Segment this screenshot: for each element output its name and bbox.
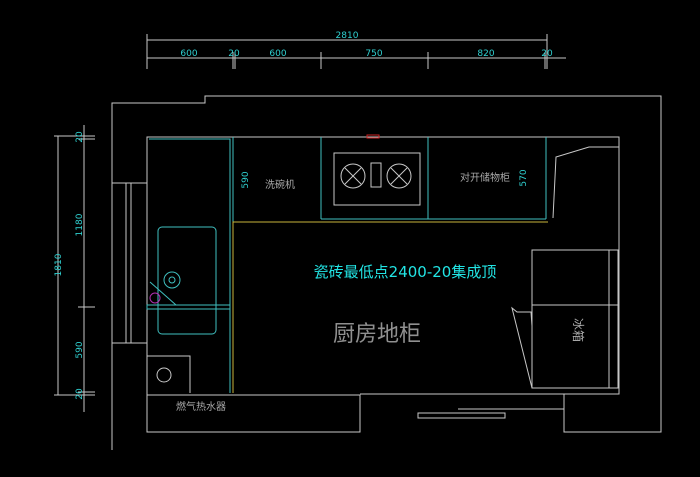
fridge: 冰箱	[511, 249, 619, 389]
dim-left-segment: 590	[75, 341, 85, 358]
walls	[111, 95, 662, 450]
water-heater-icon	[156, 367, 172, 383]
fridge-label: 冰箱	[571, 318, 586, 342]
dishwasher-label: 洗碗机	[265, 178, 295, 191]
storage-cabinet-label: 对开储物柜	[460, 171, 510, 184]
ceiling-note: 瓷砖最低点2400-20集成顶	[314, 263, 497, 281]
drain-icon	[163, 271, 181, 289]
left-dimensions: 1810 20 1180 590 20	[54, 125, 95, 412]
cabinets	[146, 137, 619, 393]
base-cabinet-label: 厨房地柜	[333, 322, 421, 347]
storage-depth: 570	[519, 169, 529, 186]
tap-icon	[149, 292, 161, 304]
dishwasher-depth: 590	[241, 171, 251, 188]
water-heater-label: 燃气热水器	[176, 400, 226, 413]
top-dimensions: 2810 600 20 600 750 820 20	[146, 31, 566, 69]
dim-segment: 20	[228, 49, 240, 59]
dim-segment: 820	[477, 49, 494, 59]
dim-left-segment: 20	[75, 388, 85, 400]
dim-segment: 600	[180, 49, 197, 59]
stove-icon	[333, 152, 421, 206]
marker-icon	[366, 134, 380, 139]
dim-left-segment: 20	[75, 131, 85, 143]
dim-segment: 750	[365, 49, 382, 59]
dim-segment: 20	[541, 49, 553, 59]
dim-total-height: 1810	[54, 253, 64, 276]
dim-segment: 600	[269, 49, 286, 59]
dim-total-width: 2810	[336, 31, 359, 41]
dim-left-segment: 1180	[75, 213, 85, 236]
